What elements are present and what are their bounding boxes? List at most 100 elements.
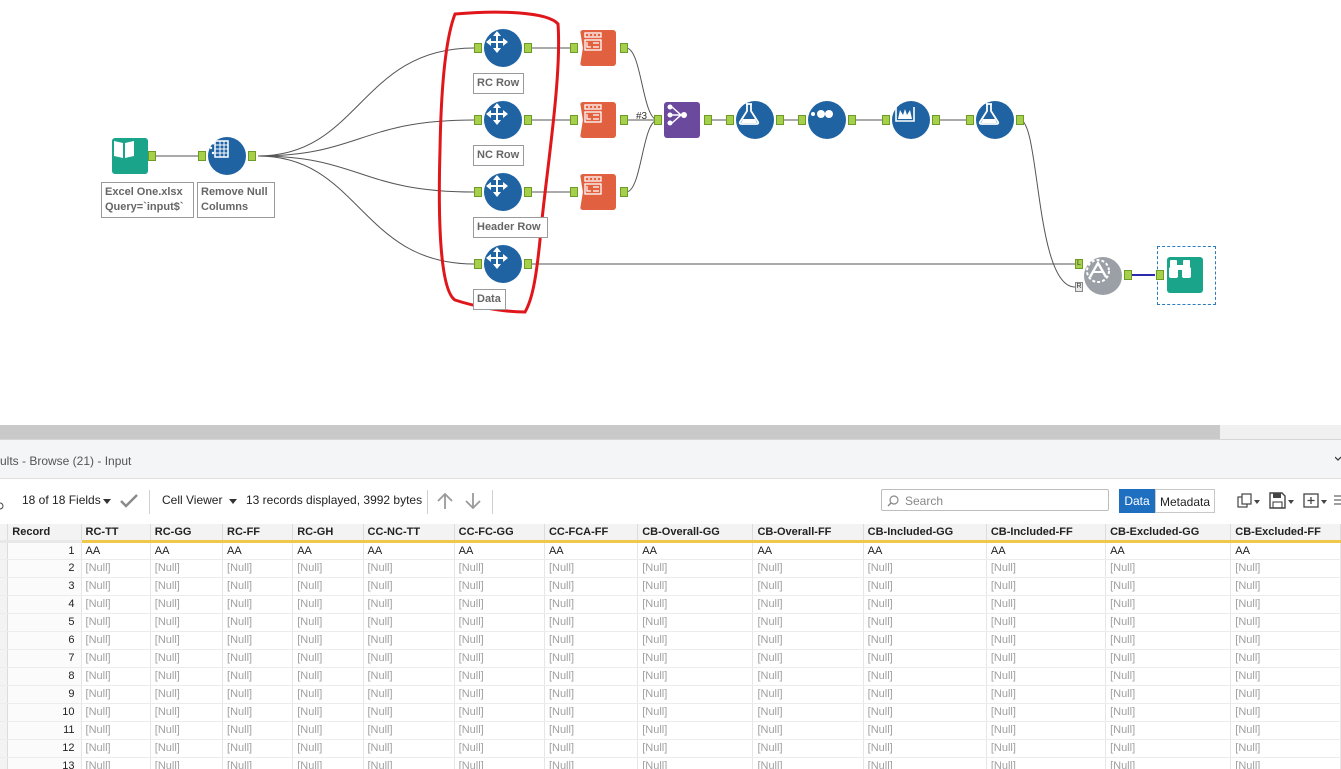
table-cell[interactable]: [Null] — [1106, 685, 1231, 703]
table-cell[interactable]: [Null] — [223, 577, 293, 595]
table-cell[interactable]: [Null] — [150, 721, 222, 739]
output-anchor[interactable] — [932, 115, 940, 125]
table-cell[interactable]: [Null] — [363, 685, 454, 703]
nc-row-filter-tool[interactable] — [484, 101, 522, 139]
table-cell[interactable]: [Null] — [753, 559, 863, 577]
input-anchor[interactable] — [798, 115, 806, 125]
table-cell[interactable]: [Null] — [363, 631, 454, 649]
table-cell[interactable]: [Null] — [223, 703, 293, 721]
record-number-cell[interactable]: 6 — [8, 631, 81, 649]
table-cell[interactable]: AA — [223, 541, 293, 559]
table-cell[interactable]: [Null] — [150, 631, 222, 649]
table-cell[interactable]: [Null] — [81, 649, 150, 667]
table-cell[interactable]: [Null] — [638, 649, 753, 667]
table-cell[interactable]: [Null] — [544, 685, 637, 703]
table-cell[interactable]: [Null] — [863, 577, 986, 595]
table-row[interactable]: 7[Null][Null][Null][Null][Null][Null][Nu… — [0, 649, 1341, 667]
column-header[interactable]: CB-Overall-GG — [638, 524, 753, 541]
table-cell[interactable]: AA — [1231, 541, 1341, 559]
chevron-down-icon[interactable] — [1335, 456, 1341, 462]
table-cell[interactable]: [Null] — [293, 667, 363, 685]
table-cell[interactable]: [Null] — [454, 577, 544, 595]
record-number-cell[interactable]: 11 — [8, 721, 81, 739]
table-row[interactable]: 10[Null][Null][Null][Null][Null][Null][N… — [0, 703, 1341, 721]
table-row[interactable]: 9[Null][Null][Null][Null][Null][Null][Nu… — [0, 685, 1341, 703]
table-cell[interactable]: [Null] — [1106, 667, 1231, 685]
table-cell[interactable]: [Null] — [293, 703, 363, 721]
column-header[interactable]: RC-GG — [150, 524, 222, 541]
table-cell[interactable]: [Null] — [454, 559, 544, 577]
table-cell[interactable]: [Null] — [863, 595, 986, 613]
output-anchor[interactable] — [620, 115, 628, 125]
column-header[interactable]: CC-NC-TT — [363, 524, 454, 541]
column-header[interactable]: RC-FF — [223, 524, 293, 541]
table-cell[interactable]: [Null] — [986, 613, 1105, 631]
table-cell[interactable]: [Null] — [1231, 577, 1341, 595]
workflow-canvas[interactable]: Excel One.xlsx Query=`input$` Remove Nul… — [0, 0, 1341, 425]
table-cell[interactable]: [Null] — [986, 631, 1105, 649]
table-cell[interactable]: [Null] — [363, 595, 454, 613]
output-anchor[interactable] — [524, 43, 532, 53]
table-cell[interactable]: [Null] — [863, 757, 986, 769]
table-cell[interactable]: [Null] — [1106, 595, 1231, 613]
table-cell[interactable]: [Null] — [863, 739, 986, 757]
dynamic-rename-tool-3[interactable] — [580, 174, 616, 210]
table-cell[interactable]: [Null] — [638, 577, 753, 595]
column-header[interactable]: CC-FCA-FF — [544, 524, 637, 541]
table-cell[interactable]: [Null] — [81, 559, 150, 577]
table-cell[interactable]: [Null] — [223, 685, 293, 703]
table-cell[interactable]: [Null] — [223, 649, 293, 667]
formula-tool-1[interactable] — [736, 101, 774, 139]
table-cell[interactable]: [Null] — [363, 667, 454, 685]
record-number-cell[interactable]: 8 — [8, 667, 81, 685]
input-anchor[interactable] — [474, 187, 482, 197]
table-cell[interactable]: [Null] — [638, 739, 753, 757]
table-cell[interactable]: [Null] — [293, 577, 363, 595]
input-anchor[interactable] — [654, 115, 662, 125]
table-cell[interactable]: [Null] — [1106, 649, 1231, 667]
table-cell[interactable]: [Null] — [753, 667, 863, 685]
table-cell[interactable]: [Null] — [1231, 739, 1341, 757]
table-cell[interactable]: [Null] — [150, 757, 222, 769]
table-cell[interactable]: [Null] — [638, 667, 753, 685]
join-tool[interactable] — [1084, 257, 1122, 295]
table-cell[interactable]: [Null] — [753, 703, 863, 721]
input-anchor[interactable] — [726, 115, 734, 125]
table-cell[interactable]: [Null] — [363, 613, 454, 631]
table-cell[interactable]: [Null] — [544, 577, 637, 595]
table-cell[interactable]: [Null] — [638, 703, 753, 721]
record-number-cell[interactable]: 3 — [8, 577, 81, 595]
column-header[interactable]: CB-Included-FF — [986, 524, 1105, 541]
table-cell[interactable]: AA — [638, 541, 753, 559]
output-anchor[interactable] — [248, 151, 256, 161]
data-tab[interactable]: Data — [1119, 489, 1155, 513]
table-cell[interactable]: [Null] — [986, 577, 1105, 595]
table-cell[interactable]: [Null] — [363, 649, 454, 667]
table-cell[interactable]: [Null] — [863, 703, 986, 721]
table-cell[interactable]: [Null] — [363, 757, 454, 769]
table-cell[interactable]: [Null] — [454, 667, 544, 685]
table-cell[interactable]: [Null] — [544, 649, 637, 667]
input-data-tool[interactable] — [112, 138, 148, 174]
browse-tool[interactable] — [1167, 257, 1203, 293]
formula-tool-2[interactable] — [976, 101, 1014, 139]
table-cell[interactable]: [Null] — [863, 649, 986, 667]
table-cell[interactable]: AA — [293, 541, 363, 559]
table-cell[interactable]: [Null] — [863, 559, 986, 577]
metadata-tab[interactable]: Metadata — [1155, 489, 1215, 513]
table-cell[interactable]: [Null] — [223, 595, 293, 613]
table-cell[interactable]: [Null] — [293, 757, 363, 769]
output-anchor[interactable] — [776, 115, 784, 125]
table-cell[interactable]: [Null] — [293, 595, 363, 613]
table-cell[interactable]: [Null] — [363, 721, 454, 739]
table-cell[interactable]: [Null] — [863, 685, 986, 703]
dynamic-rename-tool-2[interactable] — [580, 102, 616, 138]
data-filter-tool[interactable] — [484, 245, 522, 283]
table-cell[interactable]: [Null] — [1231, 559, 1341, 577]
input-anchor[interactable] — [570, 115, 578, 125]
output-anchor[interactable] — [1016, 115, 1024, 125]
input-anchor[interactable] — [474, 259, 482, 269]
table-cell[interactable]: [Null] — [223, 559, 293, 577]
table-cell[interactable]: AA — [863, 541, 986, 559]
table-cell[interactable]: [Null] — [454, 685, 544, 703]
